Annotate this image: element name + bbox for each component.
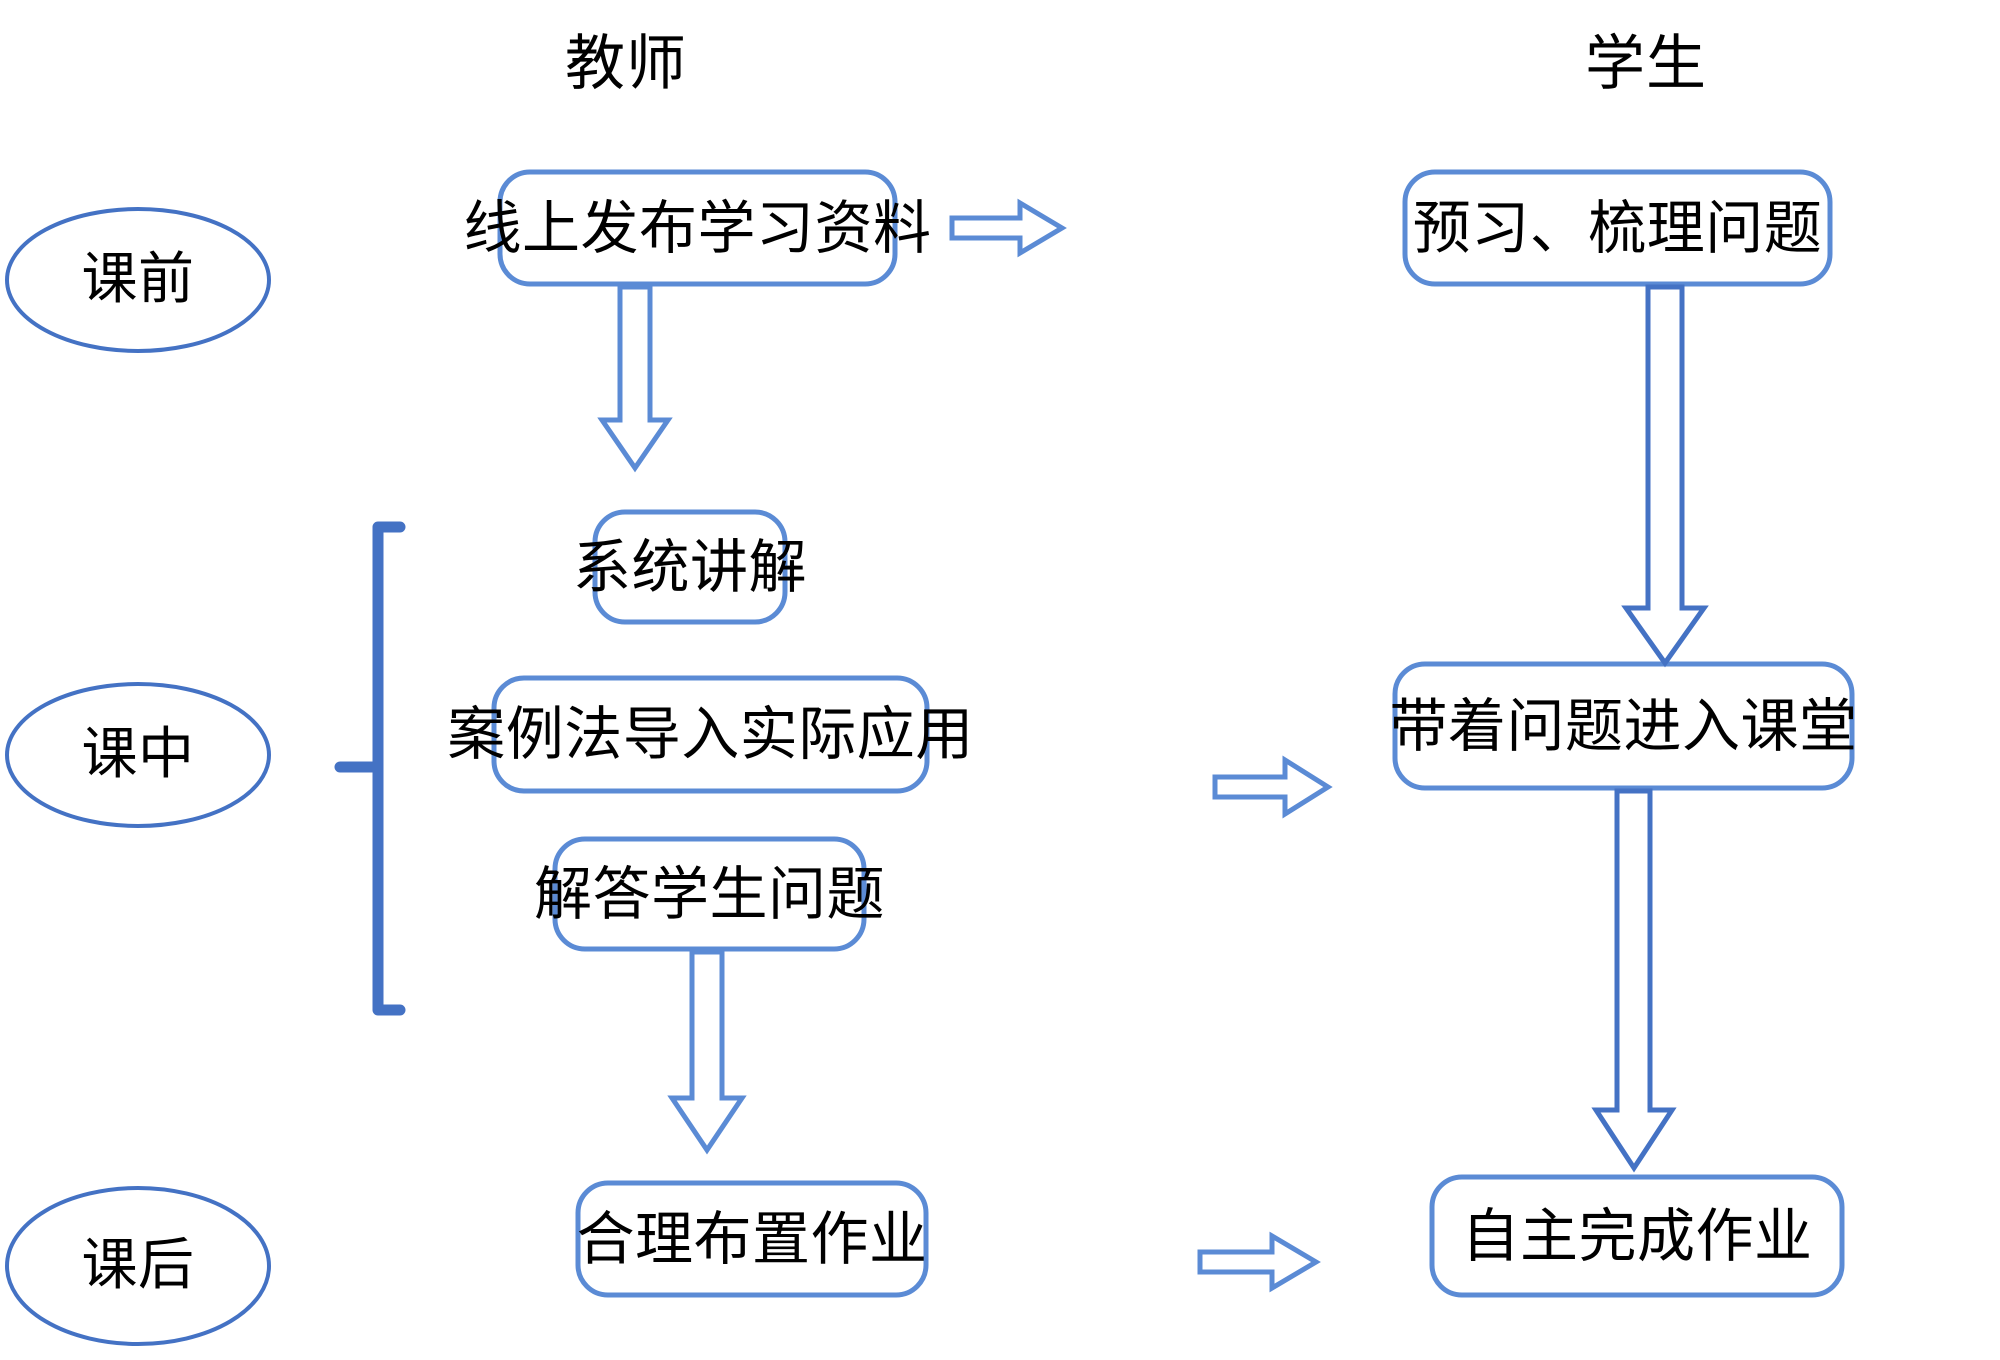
node-box-enter-class-with-questions[interactable] <box>1392 661 1855 791</box>
arrow-publish-to-preview <box>949 198 1067 258</box>
stage-label-pre-class: 课前 <box>81 246 195 312</box>
node-label-complete-homework: 自主完成作业 <box>1461 1201 1813 1270</box>
column-header-student: 学生 <box>1585 29 1707 99</box>
node-box-case-method[interactable] <box>491 675 930 794</box>
stage-label-post-class: 课后 <box>81 1232 195 1298</box>
arrow-answer-to-homework <box>667 949 747 1155</box>
arrow-preview-to-enter-class <box>1621 284 1709 668</box>
node-label-case-method: 案例法导入实际应用 <box>447 700 974 769</box>
node-box-answer-questions[interactable] <box>552 836 867 952</box>
node-box-assign-homework[interactable] <box>575 1180 929 1298</box>
node-label-publish-materials: 线上发布学习资料 <box>463 193 932 262</box>
stage-label-in-class: 课中 <box>81 721 195 787</box>
stage-ellipse-post-class[interactable] <box>5 1186 271 1346</box>
stage-ellipse-pre-class[interactable] <box>5 207 271 353</box>
node-box-systematic-lecture[interactable] <box>592 509 788 625</box>
arrow-publish-to-lecture <box>597 284 673 473</box>
arrow-case-to-enter-class <box>1212 755 1333 819</box>
stage-ellipse-in-class[interactable] <box>5 682 271 828</box>
in-class-bracket-icon <box>334 521 406 1016</box>
node-box-publish-materials[interactable] <box>497 169 898 287</box>
node-box-complete-homework[interactable] <box>1429 1174 1845 1298</box>
node-label-enter-class-with-questions: 带着问题进入课堂 <box>1389 691 1858 760</box>
node-label-answer-questions: 解答学生问题 <box>534 859 886 928</box>
arrow-homework-to-complete <box>1197 1231 1321 1293</box>
node-label-preview-questions: 预习、梳理问题 <box>1412 193 1823 262</box>
arrow-enter-class-to-complete <box>1591 788 1677 1173</box>
node-label-assign-homework: 合理布置作业 <box>576 1204 928 1273</box>
node-label-systematic-lecture: 系统讲解 <box>573 532 808 601</box>
node-box-preview-questions[interactable] <box>1402 169 1833 287</box>
column-header-teacher: 教师 <box>565 29 687 99</box>
